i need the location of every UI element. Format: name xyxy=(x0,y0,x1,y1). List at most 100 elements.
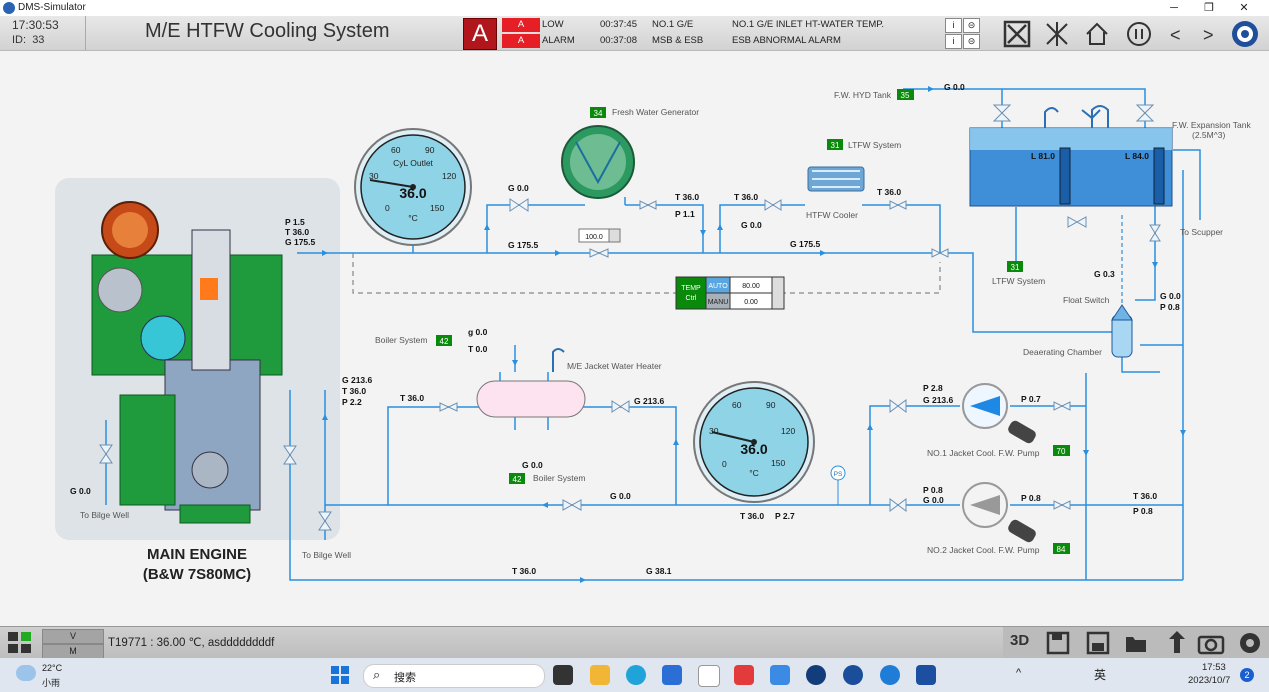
search-icon: ⌕ xyxy=(373,667,381,682)
home-icon[interactable] xyxy=(1086,22,1108,45)
minimize-button[interactable]: ─ xyxy=(1170,2,1178,14)
gauge-tick: 30 xyxy=(369,171,379,181)
dms-app-icon[interactable] xyxy=(880,665,900,685)
svg-text:(B&W 7S80MC): (B&W 7S80MC) xyxy=(143,566,251,583)
svg-text:T 0.0: T 0.0 xyxy=(468,344,488,354)
svg-text:T 36.0: T 36.0 xyxy=(285,227,309,237)
save-icon[interactable] xyxy=(1046,631,1070,655)
view-mode-v-button[interactable]: V xyxy=(42,629,104,644)
os-taskbar: 22°C 小雨 ⌕ 搜索 ^ 英 17:53 2023/10/7 2 xyxy=(0,658,1269,692)
clock: 17:30:53 xyxy=(12,18,59,32)
svg-text:P 1.5: P 1.5 xyxy=(285,217,305,227)
fit-screen-icon[interactable] xyxy=(1003,20,1031,48)
explorer-icon[interactable] xyxy=(590,665,610,685)
svg-text:M/E Jacket Water Heater: M/E Jacket Water Heater xyxy=(567,361,662,371)
app-icon[interactable] xyxy=(698,665,720,687)
valves[interactable] xyxy=(99,104,1161,531)
gauge-tick: 120 xyxy=(442,171,456,181)
windows-start-icon[interactable] xyxy=(331,666,349,684)
svg-text:P 2.7: P 2.7 xyxy=(775,511,795,521)
svg-text:P 2.2: P 2.2 xyxy=(342,397,362,407)
maximize-button[interactable]: ❐ xyxy=(1204,2,1214,14)
htfw-cooler[interactable] xyxy=(807,166,865,192)
svg-text:G 175.5: G 175.5 xyxy=(790,239,821,249)
3d-view-button[interactable]: 3D xyxy=(1010,632,1030,649)
svg-text:G 0.0: G 0.0 xyxy=(522,460,543,470)
search-box[interactable]: ⌕ 搜索 xyxy=(363,664,545,688)
gauge-tick: 0 xyxy=(722,459,727,469)
deaerating-chamber[interactable] xyxy=(1111,304,1133,358)
camera-icon[interactable] xyxy=(1197,635,1225,655)
bottom-toolbar xyxy=(1046,631,1260,655)
svg-text:T 36.0: T 36.0 xyxy=(675,192,699,202)
svg-text:T 36.0: T 36.0 xyxy=(734,192,758,202)
svg-text:TEMP: TEMP xyxy=(681,285,701,292)
svg-text:P 2.8: P 2.8 xyxy=(923,383,943,393)
svg-text:42: 42 xyxy=(440,337,449,346)
clock-time[interactable]: 17:53 xyxy=(1202,662,1226,673)
weather-temp: 22°C xyxy=(42,663,63,673)
svg-text:F.W. Expansion Tank: F.W. Expansion Tank xyxy=(1172,120,1251,130)
svg-text:P 0.7: P 0.7 xyxy=(1021,394,1041,404)
grid-icon[interactable] xyxy=(8,632,36,654)
svg-text:To Scupper: To Scupper xyxy=(1180,227,1223,237)
svg-text:T 36.0: T 36.0 xyxy=(342,386,366,396)
jacket-water-heater[interactable] xyxy=(476,348,586,430)
svg-text:G 0.0: G 0.0 xyxy=(610,491,631,501)
edge-icon[interactable] xyxy=(626,665,646,685)
pump-2[interactable] xyxy=(962,482,1038,544)
app-icon[interactable] xyxy=(734,665,754,685)
svg-text:34: 34 xyxy=(594,109,603,118)
forward-icon[interactable]: > xyxy=(1203,25,1214,45)
temp-controller[interactable]: TEMP Ctrl AUTO MANU 80.00 0.00 xyxy=(675,276,785,310)
alarm-ack-button[interactable]: ⊝ xyxy=(963,18,980,33)
pause-icon[interactable] xyxy=(1127,22,1151,46)
alarm-info-button[interactable]: i xyxy=(945,18,962,33)
settings-icon[interactable] xyxy=(1240,633,1260,653)
alarm-ack-button[interactable]: ⊝ xyxy=(963,34,980,49)
notification-badge[interactable]: 2 xyxy=(1240,668,1254,682)
word-icon[interactable] xyxy=(916,665,936,685)
folder-icon[interactable] xyxy=(1126,637,1146,652)
back-icon[interactable]: < xyxy=(1170,25,1181,45)
weather-icon[interactable] xyxy=(16,665,36,681)
ime-indicator[interactable]: 英 xyxy=(1094,668,1107,682)
level-reading: L 81.0 xyxy=(1031,151,1055,161)
view-mode-m-button[interactable]: M xyxy=(42,644,104,659)
app-icon[interactable] xyxy=(770,665,790,685)
fresh-water-generator[interactable] xyxy=(561,125,635,205)
svg-text:80.00: 80.00 xyxy=(742,283,760,290)
svg-text:35: 35 xyxy=(901,91,910,100)
alarm-row[interactable]: A LOW 00:37:45 NO.1 G/E NO.1 G/E INLET H… xyxy=(502,18,982,32)
svg-text:G 213.6: G 213.6 xyxy=(342,375,373,385)
store-icon[interactable] xyxy=(662,665,682,685)
svg-text:LTFW System: LTFW System xyxy=(992,276,1045,286)
svg-text:31: 31 xyxy=(1011,263,1020,272)
svg-text:P 1.1: P 1.1 xyxy=(675,209,695,219)
app-icon[interactable] xyxy=(806,665,826,685)
svg-text:G 175.5: G 175.5 xyxy=(285,237,316,247)
svg-text:P 0.8: P 0.8 xyxy=(1133,506,1153,516)
main-engine[interactable] xyxy=(91,201,283,524)
svg-text:T 36.0: T 36.0 xyxy=(512,566,536,576)
upload-icon[interactable] xyxy=(1169,631,1185,653)
alarm-row[interactable]: A ALARM 00:37:08 MSB & ESB ESB ABNORMAL … xyxy=(502,34,982,48)
alarm-summary-button[interactable]: A xyxy=(463,18,497,50)
app-icon[interactable] xyxy=(843,665,863,685)
svg-text:(2.5M^3): (2.5M^3) xyxy=(1192,130,1225,140)
alarm-info-button[interactable]: i xyxy=(945,34,962,49)
pump-1[interactable] xyxy=(962,383,1038,445)
jacket-water-gauge: 0 30 60 90 120 150 36.0 °C xyxy=(693,381,815,503)
svg-text:Boiler System: Boiler System xyxy=(375,335,427,345)
svg-text:NO.2 Jacket Cool. F.W. Pump: NO.2 Jacket Cool. F.W. Pump xyxy=(927,545,1040,555)
svg-text:36.0: 36.0 xyxy=(740,441,767,457)
save-as-icon[interactable] xyxy=(1086,631,1110,655)
tray-arrow-icon[interactable]: ^ xyxy=(1016,667,1022,679)
clock-date[interactable]: 2023/10/7 xyxy=(1188,675,1231,686)
taskview-icon[interactable] xyxy=(553,665,573,685)
expansion-tank[interactable] xyxy=(969,105,1173,207)
svg-text:AUTO: AUTO xyxy=(708,283,728,290)
close-button[interactable]: ✕ xyxy=(1239,2,1249,14)
cross-icon[interactable] xyxy=(1046,22,1068,46)
svg-text:70: 70 xyxy=(1057,447,1066,456)
